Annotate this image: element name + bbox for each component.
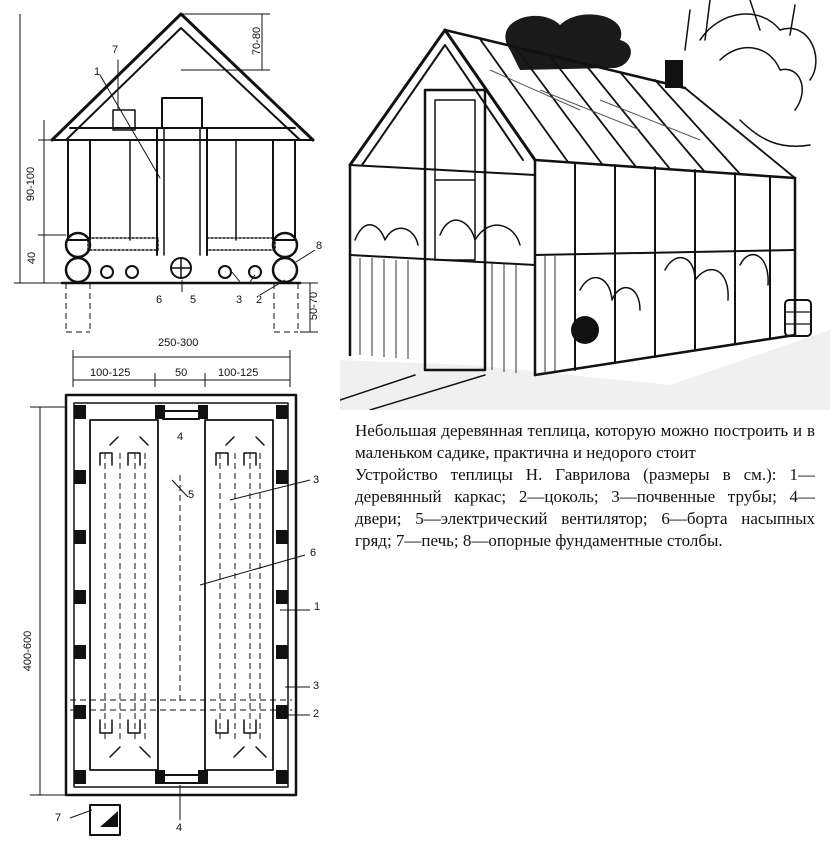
plan-view-drawing: [30, 350, 311, 836]
section-dim-wall: 90-100: [25, 166, 38, 202]
plan-callout-7: 7: [55, 812, 62, 824]
greenhouse-illustration: [340, 0, 830, 410]
section-callout-6: 6: [156, 294, 163, 306]
section-dim-roof: 70-80: [251, 26, 264, 56]
plan-callout-3-top: 3: [313, 474, 320, 486]
figure-caption: Небольшая деревянная теплица, которую мо…: [355, 420, 815, 552]
plan-callout-3-bottom: 3: [313, 680, 320, 692]
section-dim-foundation: 50-70: [308, 291, 321, 321]
plan-dim-bed-right: 100-125: [218, 367, 259, 379]
plan-dim-bed-left: 100-125: [90, 367, 131, 379]
plan-callout-4-bottom: 4: [176, 822, 183, 834]
plan-callout-4-top: 4: [177, 431, 184, 443]
plan-callout-1: 1: [314, 601, 321, 613]
plan-dim-aisle: 50: [175, 367, 188, 379]
plan-dim-overall-width: 250-300: [158, 337, 199, 349]
caption-intro: Небольшая деревянная теплица, которую мо…: [355, 421, 815, 462]
section-callout-1: 1: [94, 66, 101, 78]
section-dim-base: 40: [26, 251, 39, 265]
section-callout-7: 7: [112, 44, 119, 56]
plan-callout-6: 6: [310, 547, 317, 559]
section-view-drawing: [14, 12, 318, 333]
section-callout-3: 3: [236, 294, 243, 306]
caption-legend: Устройство теплицы Н. Гаврилова (размеры…: [355, 465, 815, 550]
section-callout-2: 2: [256, 294, 263, 306]
plan-dim-length: 400-600: [22, 630, 35, 672]
plan-callout-2: 2: [313, 708, 320, 720]
section-callout-5: 5: [190, 294, 197, 306]
plan-callout-5: 5: [188, 489, 195, 501]
section-callout-8: 8: [316, 240, 323, 252]
